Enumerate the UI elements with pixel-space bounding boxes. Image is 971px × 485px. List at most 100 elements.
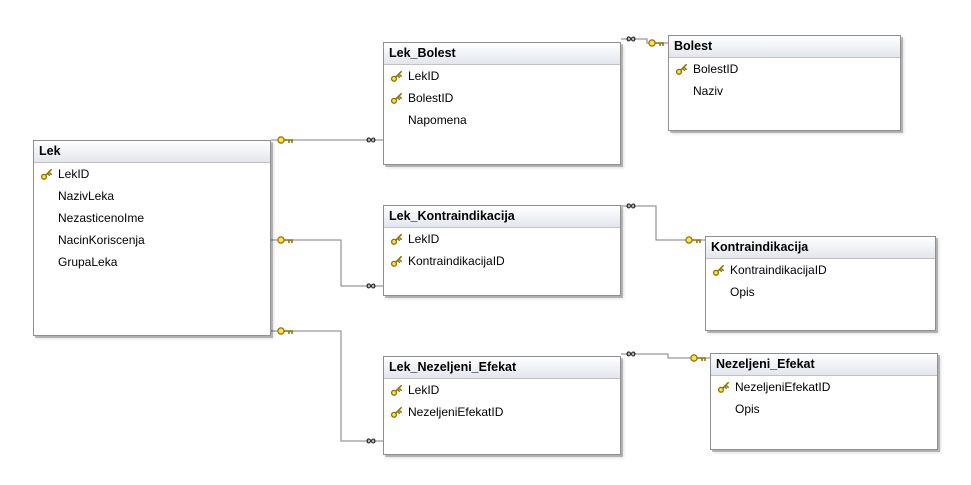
relationship-line[interactable] xyxy=(621,205,705,241)
column-name: KontraindikacijaID xyxy=(408,254,505,268)
column-name: LekID xyxy=(408,232,440,246)
many-side-infinity-icon: ∞ xyxy=(366,277,376,293)
column-name: Naziv xyxy=(693,84,724,98)
table-row[interactable]: LekID xyxy=(384,228,620,250)
many-side-infinity-icon: ∞ xyxy=(366,131,376,147)
column-name: LekID xyxy=(408,69,440,83)
column-name: NezasticenoIme xyxy=(58,211,145,225)
table-row[interactable]: KontraindikacijaID xyxy=(706,259,935,281)
relationship-lek-lek_nezeljeni_efekat: ∞ xyxy=(271,327,383,448)
key-icon xyxy=(390,384,402,396)
table-header[interactable]: Bolest xyxy=(669,36,900,58)
table-body: BolestID Naziv xyxy=(669,58,900,102)
table-lek_kontraindikacija[interactable]: Lek_Kontraindikacija LekID Kontraindikaci… xyxy=(383,205,621,296)
relationship-line[interactable] xyxy=(271,330,383,442)
relationship-nezeljeni_efekat-lek_nezeljeni_efekat: ∞ xyxy=(621,345,710,362)
key-icon xyxy=(390,255,402,267)
column-name: LekID xyxy=(408,383,440,397)
table-row[interactable]: NezeljeniEfekatID xyxy=(384,401,620,423)
column-name: Opis xyxy=(735,402,760,416)
column-name: LekID xyxy=(58,167,90,181)
table-header[interactable]: Lek_Kontraindikacija xyxy=(384,206,620,228)
key-icon xyxy=(675,63,687,75)
column-name: Napomena xyxy=(408,113,467,127)
column-name: NezeljeniEfekatID xyxy=(735,380,831,394)
primary-key-icon xyxy=(384,255,408,268)
table-row[interactable]: Naziv xyxy=(669,80,900,102)
table-header[interactable]: Lek_Bolest xyxy=(384,43,620,65)
table-row[interactable]: LekID xyxy=(384,379,620,401)
table-row[interactable]: KontraindikacijaID xyxy=(384,250,620,272)
relationship-lek-lek_kontraindikacija: ∞ xyxy=(271,236,383,293)
table-row[interactable]: BolestID xyxy=(669,58,900,80)
relationship-line[interactable] xyxy=(271,239,383,287)
column-name: NezeljeniEfekatID xyxy=(408,405,504,419)
table-lek_bolest[interactable]: Lek_Bolest LekID BolestID Napomena xyxy=(383,42,621,165)
key-icon xyxy=(40,168,52,180)
key-icon xyxy=(390,406,402,418)
one-side-key-icon xyxy=(690,354,707,362)
column-name: Opis xyxy=(730,285,755,299)
table-row[interactable]: NezeljeniEfekatID xyxy=(711,376,937,398)
column-name: BolestID xyxy=(408,91,454,105)
table-body: LekID KontraindikacijaID xyxy=(384,228,620,272)
table-body: NezeljeniEfekatID Opis xyxy=(711,376,937,420)
table-row[interactable]: Opis xyxy=(706,281,935,303)
table-row[interactable]: NazivLeka xyxy=(34,185,270,207)
one-side-key-icon xyxy=(648,39,665,47)
key-icon xyxy=(390,70,402,82)
one-side-key-icon xyxy=(277,327,294,335)
key-icon xyxy=(717,381,729,393)
table-row[interactable]: Opis xyxy=(711,398,937,420)
primary-key-icon xyxy=(384,233,408,246)
relationship-bolest-lek_bolest: ∞ xyxy=(621,30,668,47)
column-name: KontraindikacijaID xyxy=(730,263,827,277)
table-nezeljeni_efekat[interactable]: Nezeljeni_Efekat NezeljeniEfekatID Opis xyxy=(710,353,938,450)
table-row[interactable]: Napomena xyxy=(384,109,620,131)
primary-key-icon xyxy=(384,70,408,83)
table-kontraindikacija[interactable]: Kontraindikacija KontraindikacijaID Opis xyxy=(705,236,936,331)
relationship-line[interactable] xyxy=(621,353,710,359)
column-name: GrupaLeka xyxy=(58,255,118,269)
table-row[interactable]: GrupaLeka xyxy=(34,251,270,273)
table-bolest[interactable]: Bolest BolestID Naziv xyxy=(668,35,901,131)
table-body: LekID BolestID Napomena xyxy=(384,65,620,131)
primary-key-icon xyxy=(669,63,693,76)
table-header[interactable]: Kontraindikacija xyxy=(706,237,935,259)
table-row[interactable]: NezasticenoIme xyxy=(34,207,270,229)
primary-key-icon xyxy=(384,384,408,397)
primary-key-icon xyxy=(706,264,730,277)
key-icon xyxy=(390,233,402,245)
one-side-key-icon xyxy=(277,136,294,144)
many-side-infinity-icon: ∞ xyxy=(366,432,376,448)
many-side-infinity-icon: ∞ xyxy=(626,345,636,361)
table-body: LekID NezeljeniEfekatID xyxy=(384,379,620,423)
table-body: KontraindikacijaID Opis xyxy=(706,259,935,303)
primary-key-icon xyxy=(384,406,408,419)
many-side-infinity-icon: ∞ xyxy=(626,30,636,46)
table-row[interactable]: LekID xyxy=(384,65,620,87)
column-name: NazivLeka xyxy=(58,189,115,203)
column-name: NacinKoriscenja xyxy=(58,233,145,247)
many-side-infinity-icon: ∞ xyxy=(626,197,636,213)
table-lek_nezeljeni_efekat[interactable]: Lek_Nezeljeni_Efekat LekID NezeljeniEfeka… xyxy=(383,356,621,455)
table-row[interactable]: BolestID xyxy=(384,87,620,109)
one-side-key-icon xyxy=(685,236,702,244)
table-header[interactable]: Lek xyxy=(34,141,270,163)
one-side-key-icon xyxy=(277,236,294,244)
table-row[interactable]: NacinKoriscenja xyxy=(34,229,270,251)
relationship-kontraindikacija-lek_kontraindikacija: ∞ xyxy=(621,197,705,244)
table-header[interactable]: Nezeljeni_Efekat xyxy=(711,354,937,376)
table-header[interactable]: Lek_Nezeljeni_Efekat xyxy=(384,357,620,379)
column-name: BolestID xyxy=(693,62,739,76)
key-icon xyxy=(712,264,724,276)
primary-key-icon xyxy=(34,168,58,181)
table-row[interactable]: LekID xyxy=(34,163,270,185)
relationship-lek-lek_bolest: ∞ xyxy=(271,131,383,147)
key-icon xyxy=(390,92,402,104)
primary-key-icon xyxy=(711,381,735,394)
